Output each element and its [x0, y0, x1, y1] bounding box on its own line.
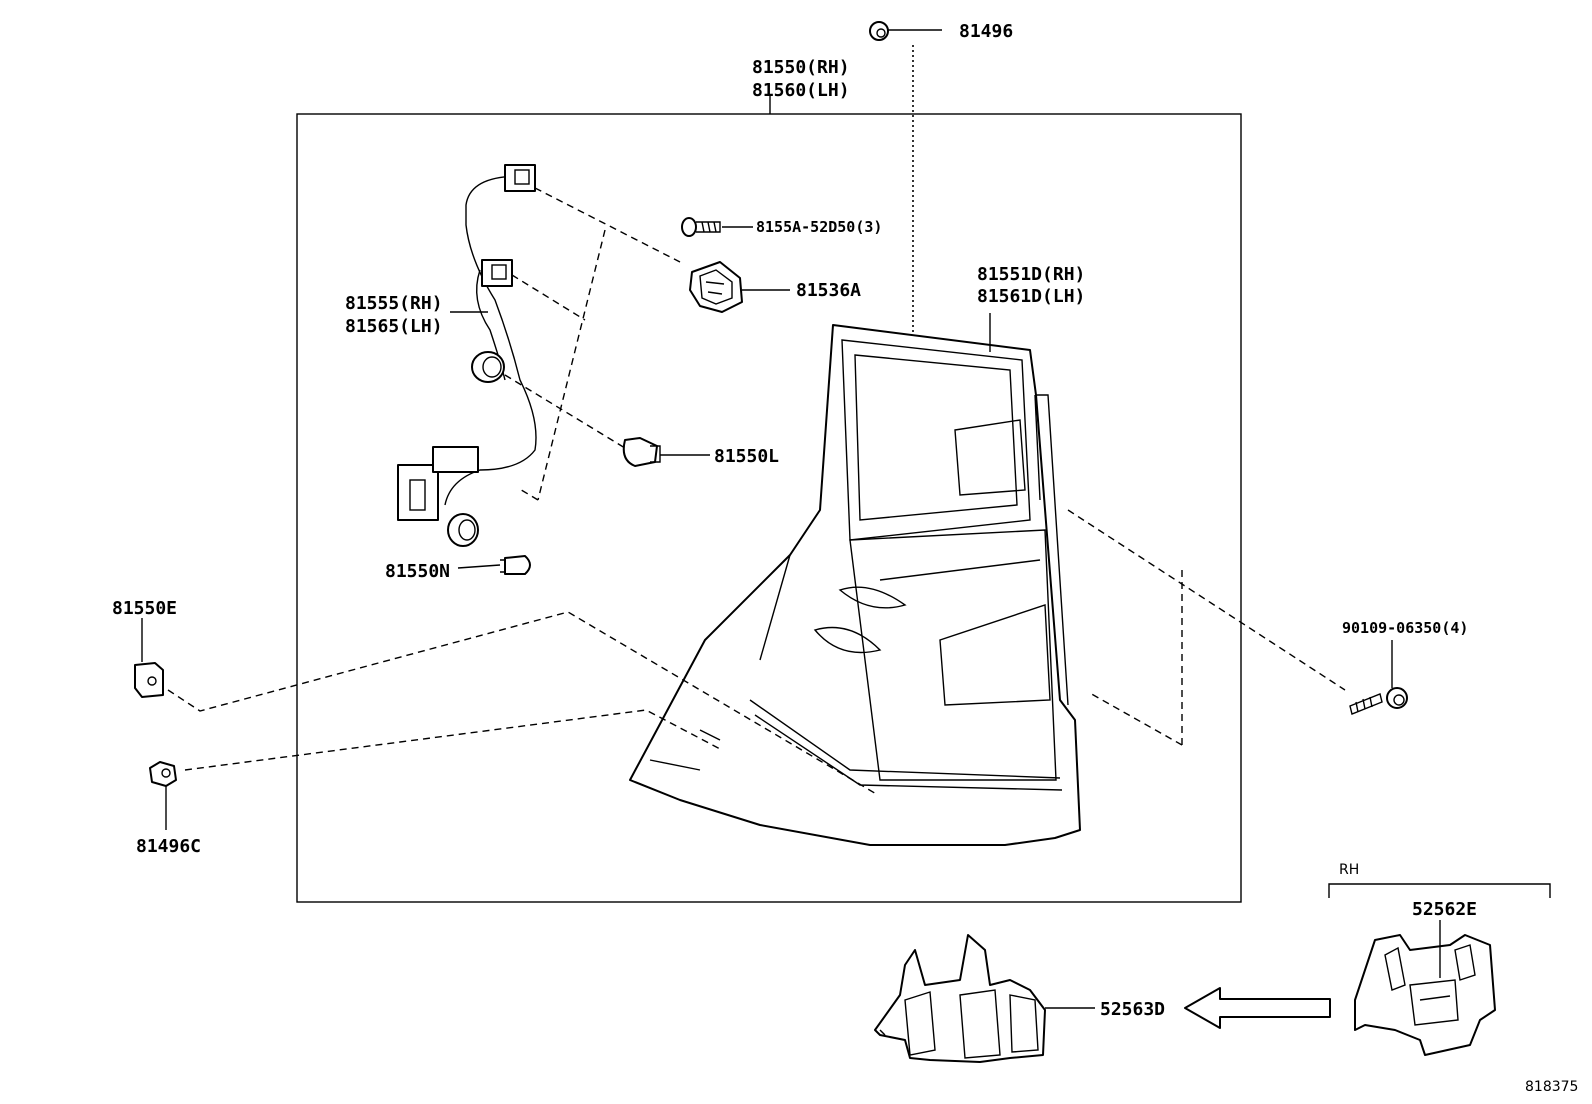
screw-81496-icon: [869, 21, 889, 41]
assembly-boundary-box: [296, 113, 1242, 903]
bulb-81550l-icon: [622, 437, 661, 467]
dash-right-bottom: [1087, 691, 1183, 746]
label-81550n: 81550N: [385, 561, 450, 582]
label-81496c: 81496C: [136, 836, 201, 857]
rh-bracket: [1328, 883, 1551, 898]
label-81496: 81496: [959, 21, 1013, 42]
label-81561d-lh: 81561D(LH): [977, 286, 1085, 307]
label-81550-rh: 81550(RH): [752, 57, 850, 78]
bracket-52563d-icon: [874, 934, 1046, 1063]
label-81565-lh: 81565(LH): [345, 316, 443, 337]
dash-81496c-to-lamp: [184, 709, 723, 771]
clip-81496c-icon: [149, 761, 177, 787]
dash-lamp-to-90109: [1067, 509, 1346, 691]
label-52563d: 52563D: [1100, 999, 1165, 1020]
label-81536a: 81536A: [796, 280, 861, 301]
tail-lamp-lens-icon: [629, 324, 1081, 846]
leader-81550n: [457, 564, 501, 569]
label-90109: 90109-06350(4): [1342, 619, 1468, 637]
dash-harness-vertical: [537, 229, 606, 501]
bracket-52562e-icon: [1354, 934, 1496, 1056]
screw-8155a-icon: [681, 217, 721, 237]
dash-harness-bottom: [517, 487, 539, 501]
bulb-81550n-icon: [500, 555, 531, 575]
label-81550l: 81550L: [714, 446, 779, 467]
dash-81550e-to-lamp: [167, 611, 879, 796]
dash-harness-to-socket: [534, 187, 681, 263]
label-52562e: 52562E: [1412, 899, 1477, 920]
label-81550e: 81550E: [112, 598, 177, 619]
dash-harness-lower: [511, 274, 586, 321]
label-81560-lh: 81560(LH): [752, 80, 850, 101]
label-rh: RH: [1339, 862, 1359, 878]
screw-90109-icon: [1349, 687, 1408, 715]
socket-81536a-icon: [689, 261, 743, 313]
label-81551d-rh: 81551D(RH): [977, 264, 1085, 285]
wire-harness-icon: [397, 164, 537, 547]
figure-number: 818375: [1525, 1079, 1578, 1095]
clip-81550e-icon: [134, 662, 164, 698]
label-8155a: 8155A-52D50(3): [756, 218, 882, 236]
label-81555-rh: 81555(RH): [345, 293, 443, 314]
arrow-left-icon: [1184, 987, 1331, 1029]
